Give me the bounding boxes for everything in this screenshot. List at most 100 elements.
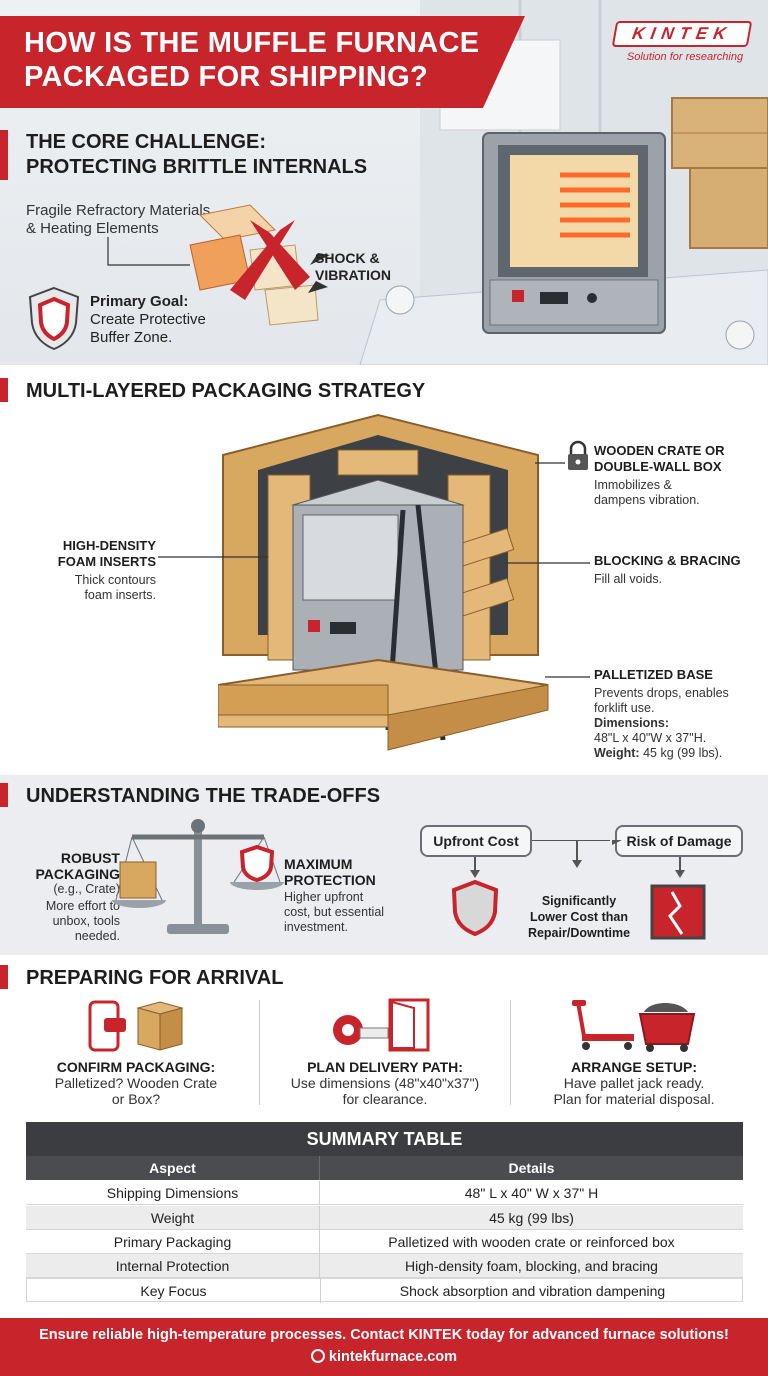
table-cell: High-density foam, blocking, and bracing	[319, 1254, 743, 1278]
fragile-materials-label: Fragile Refractory Materials & Heating E…	[26, 202, 236, 238]
table-row: Primary Packaging Palletized with wooden…	[26, 1230, 743, 1254]
max-protection-label: MAXIMUM PROTECTION Higher upfront cost, …	[284, 856, 404, 935]
core-challenge-title: THE CORE CHALLENGE: PROTECTING BRITTLE I…	[26, 130, 367, 180]
title-line-2: PACKAGED FOR SHIPPING?	[24, 61, 429, 93]
footer-url-text[interactable]: kintekfurnace.com	[328, 1349, 458, 1365]
lower-cost-line-1: Significantly	[541, 894, 617, 908]
shock-vibration-label: SHOCK & VIBRATION	[315, 250, 391, 284]
lower-cost-line-2: Lower Cost than	[530, 910, 628, 924]
block-callout-line	[505, 562, 590, 564]
table-row: Shipping Dimensions 48" L x 40" W x 37" …	[26, 1181, 743, 1205]
robust-body-3: needed.	[74, 929, 120, 943]
arrival-plan-path: PLAN DELIVERY PATH: Use dimensions (48"x…	[266, 1059, 504, 1107]
pallet-callout-line	[545, 676, 590, 678]
arrival-heading: PLAN DELIVERY PATH:	[307, 1059, 463, 1075]
blocking-body: Fill all voids.	[594, 572, 663, 586]
max-body-2: cost, but essential	[284, 905, 385, 919]
robust-body-1: More effort to	[45, 899, 120, 913]
lock-icon	[568, 440, 588, 470]
core-title-line-2: PROTECTING BRITTLE INTERNALS	[26, 156, 368, 178]
arrival-body-1: Have pallet jack ready.	[563, 1075, 705, 1091]
arrival-body-2: Plan for material disposal.	[553, 1091, 715, 1107]
weight-label: Weight:	[594, 746, 640, 760]
tape-door-icon	[333, 998, 430, 1052]
foam-heading-1: HIGH-DENSITY	[62, 538, 156, 553]
primary-goal-label: Primary Goal: Create Protective Buffer Z…	[90, 293, 240, 347]
divider	[259, 1000, 260, 1105]
shock-line-1: SHOCK &	[315, 250, 380, 266]
title-line-1: HOW IS THE MUFFLE FURNACE	[24, 27, 480, 59]
foam-callout: HIGH-DENSITY FOAM INSERTS Thick contours…	[20, 538, 156, 603]
robust-body-2: unbox, tools	[52, 914, 120, 928]
globe-icon	[310, 1349, 325, 1363]
strategy-title: MULTI-LAYERED PACKAGING STRATEGY	[26, 380, 426, 402]
summary-table-caption: SUMMARY TABLE	[26, 1122, 743, 1156]
crate-callout: WOODEN CRATE OR DOUBLE-WALL BOX Immobili…	[594, 443, 764, 508]
pallet-callout: PALLETIZED BASE Prevents drops, enables …	[594, 667, 764, 761]
section-marker	[0, 130, 8, 180]
table-cell: Key Focus	[140, 1283, 207, 1299]
phone-crate-icon	[88, 1000, 184, 1052]
crate-diagram	[218, 413, 549, 751]
dimensions-value: 48"L x 40"W x 37"H.	[594, 731, 707, 745]
table-header-aspect: Aspect	[149, 1160, 196, 1176]
robust-heading-2: PACKAGING	[35, 866, 120, 882]
dimensions-label: Dimensions:	[594, 716, 670, 730]
tradeoffs-title: UNDERSTANDING THE TRADE-OFFS	[26, 785, 381, 807]
arrival-heading: ARRANGE SETUP:	[570, 1059, 697, 1075]
robust-heading-1: ROBUST	[60, 850, 120, 866]
lower-cost-label: Significantly Lower Cost than Repair/Dow…	[520, 893, 638, 941]
furnace-illustration	[359, 0, 768, 365]
broken-bricks-icon	[107, 204, 330, 326]
crate-callout-line	[535, 462, 565, 464]
kintek-logo: KINTEK	[611, 21, 753, 47]
max-heading-2: PROTECTION	[284, 872, 376, 888]
tradeoff-arrows	[451, 840, 706, 940]
foam-body-2: foam inserts.	[84, 588, 156, 602]
table-cell: Primary Packaging	[113, 1234, 232, 1250]
crate-body-1: Immobilizes &	[594, 478, 672, 492]
foam-body-1: Thick contours	[74, 573, 156, 587]
divider	[510, 1000, 511, 1105]
table-cell: Palletized with wooden crate or reinforc…	[319, 1230, 743, 1254]
foam-heading-2: FOAM INSERTS	[57, 554, 156, 569]
footer-cta: Ensure reliable high-temperature process…	[39, 1327, 729, 1343]
crate-heading-1: WOODEN CRATE OR	[594, 443, 725, 458]
max-body-3: investment.	[284, 920, 348, 934]
pallet-heading: PALLETIZED BASE	[594, 667, 713, 682]
table-cell: 45 kg (99 lbs)	[319, 1206, 743, 1230]
arrival-body-1: Use dimensions (48"x40"x37")	[290, 1075, 480, 1091]
arrival-confirm-packaging: CONFIRM PACKAGING: Palletized? Wooden Cr…	[20, 1059, 252, 1107]
table-row: Key Focus Shock absorption and vibration…	[26, 1278, 744, 1303]
max-body-1: Higher upfront	[284, 890, 364, 904]
pallet-body-2: forklift use.	[594, 701, 655, 715]
goal-heading: Primary Goal:	[90, 293, 189, 310]
table-row: Internal Protection High-density foam, b…	[26, 1254, 743, 1278]
section-marker	[0, 965, 8, 989]
shield-icon	[28, 286, 80, 351]
arrival-heading: CONFIRM PACKAGING:	[56, 1059, 216, 1075]
pallet-jack-dumpster-icon	[572, 1000, 696, 1052]
foam-callout-line	[158, 556, 268, 558]
arrival-body-2: or Box?	[111, 1091, 161, 1107]
crate-heading-2: DOUBLE-WALL BOX	[594, 459, 722, 474]
arrival-arrange-setup: ARRANGE SETUP: Have pallet jack ready. P…	[516, 1059, 752, 1107]
fragile-line-2: & Heating Elements	[26, 220, 159, 237]
goal-line-2: Create Protective	[90, 311, 206, 328]
table-cell: Internal Protection	[115, 1258, 230, 1274]
blocking-callout: BLOCKING & BRACING Fill all voids.	[594, 553, 764, 587]
table-cell: Shock absorption and vibration dampening	[320, 1279, 744, 1303]
arrival-title: PREPARING FOR ARRIVAL	[26, 967, 284, 989]
max-heading-1: MAXIMUM	[284, 856, 353, 872]
goal-line-3: Buffer Zone.	[90, 329, 173, 346]
crate-body-2: dampens vibration.	[594, 493, 700, 507]
footer-link[interactable]: kintekfurnace.com	[0, 1349, 768, 1365]
table-cell: Weight	[150, 1210, 195, 1226]
balance-scale-icon	[112, 819, 284, 934]
blocking-heading: BLOCKING & BRACING	[594, 553, 741, 568]
arrival-body-2: for clearance.	[342, 1091, 428, 1107]
section-marker	[0, 783, 8, 807]
upfront-cost-pill: Upfront Cost	[420, 825, 532, 857]
fragile-line-1: Fragile Refractory Materials	[26, 202, 211, 219]
robust-example: (e.g., Crate)	[53, 882, 120, 896]
